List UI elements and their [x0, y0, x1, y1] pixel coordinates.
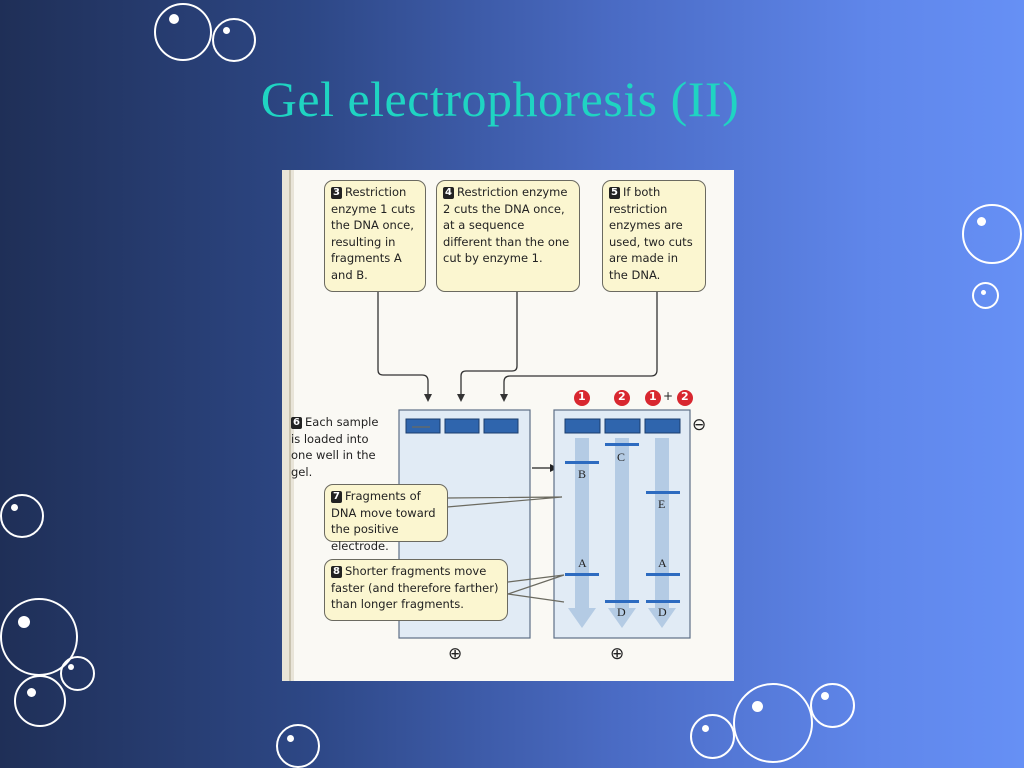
callout-text: Shorter fragments move faster (and there…: [331, 564, 499, 611]
connector-5: [503, 292, 658, 400]
step-number: 5: [609, 187, 620, 199]
band-lane2-d: [605, 600, 639, 603]
arrowhead-4: [457, 394, 465, 402]
right-well-1: [564, 418, 601, 434]
step-number: 4: [443, 187, 454, 199]
left-well-1: [405, 418, 441, 434]
step-number: 6: [291, 417, 302, 429]
band-lane1-b: [565, 461, 599, 464]
pointer-7: [446, 496, 563, 508]
lane-3-badge-b: [677, 390, 693, 406]
bubble-decoration: [14, 675, 66, 727]
callout-text: Restriction enzyme 2 cuts the DNA once, …: [443, 185, 570, 265]
bubble-decoration: [0, 494, 44, 538]
step-number: 3: [331, 187, 342, 199]
step-number: 7: [331, 491, 342, 503]
connector-4: [460, 292, 518, 400]
lane-3-label-a: 1: [649, 390, 657, 403]
band-label-a-lane1: A: [578, 556, 587, 570]
lane-2-arrow: [615, 438, 629, 610]
callout-text: If both restriction enzymes are used, tw…: [609, 185, 693, 282]
lane-3-arrowhead: [648, 608, 676, 628]
lane-2-badge: [614, 390, 630, 406]
bubble-decoration: [962, 204, 1022, 264]
bubble-decoration: [212, 18, 256, 62]
lane-2-label: 2: [618, 390, 626, 403]
arrowhead-3: [424, 394, 432, 402]
bubble-decoration: [733, 683, 813, 763]
band-label-b: B: [578, 467, 587, 481]
band-label-e: E: [658, 497, 666, 511]
positive-electrode-right: ⊕: [610, 644, 625, 664]
band-label-d-lane3: D: [658, 605, 667, 619]
bubble-decoration: [690, 714, 735, 759]
lane-1-label: 1: [578, 390, 586, 403]
callout-text: Each sample is loaded into one well in t…: [291, 415, 379, 479]
left-well-2: [444, 418, 480, 434]
negative-electrode: ⊖: [692, 415, 707, 435]
bubble-decoration: [972, 282, 999, 309]
lane-1-badge: [574, 390, 590, 406]
slide-title: Gel electrophoresis (II): [260, 71, 740, 127]
right-well-3: [644, 418, 681, 434]
lane-3-arrow: [655, 438, 669, 610]
connector-3: [377, 292, 429, 400]
step-number: 8: [331, 566, 342, 578]
lane-1-arrowhead: [568, 608, 596, 628]
lane-3-label-b: 2: [681, 390, 689, 403]
arrowhead-5: [500, 394, 508, 402]
pointer-8b: [507, 593, 565, 603]
lane-1-arrow: [575, 438, 589, 610]
bubble-decoration: [154, 3, 212, 61]
callout-text: Restriction enzyme 1 cuts the DNA once, …: [331, 185, 416, 282]
right-well-2: [604, 418, 641, 434]
bubble-decoration: [810, 683, 855, 728]
band-label-a-lane3: A: [658, 556, 667, 570]
band-label-d-lane2: D: [617, 605, 626, 619]
band-lane1-a: [565, 573, 599, 576]
lane-2-arrowhead: [608, 608, 636, 628]
band-lane2-c: [605, 443, 639, 446]
pointer-8a: [507, 574, 565, 595]
callout-text: Fragments of DNA move toward the positiv…: [331, 489, 436, 553]
band-lane3-e: [646, 491, 680, 494]
band-label-c: C: [617, 450, 626, 464]
lane-3-badge-a: [645, 390, 661, 406]
bubble-decoration: [60, 656, 95, 691]
positive-electrode-left: ⊕: [448, 644, 463, 664]
page-edge-line: [289, 170, 291, 681]
band-lane3-a: [646, 573, 680, 576]
left-well-3: [483, 418, 519, 434]
band-lane3-d: [646, 600, 680, 603]
bubble-decoration: [276, 724, 320, 768]
lane-3-plus: +: [663, 389, 674, 403]
